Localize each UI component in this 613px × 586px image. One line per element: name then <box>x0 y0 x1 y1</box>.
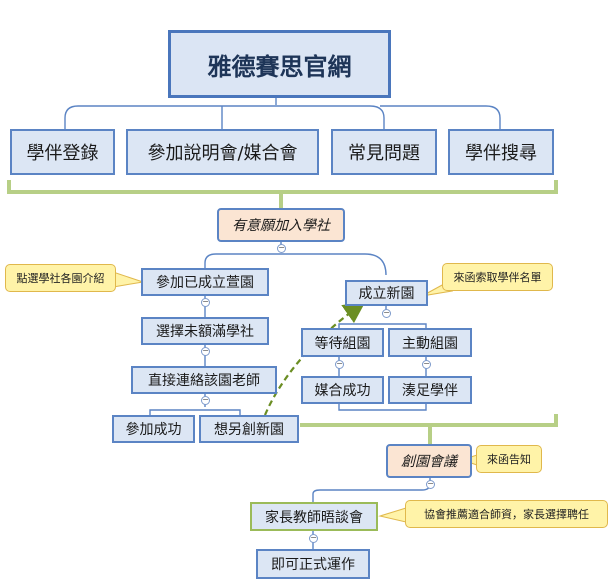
collapse-icon[interactable]: − <box>201 346 210 356</box>
collapse-icon[interactable]: − <box>422 359 431 369</box>
join-label: 有意願加入學社 <box>232 218 330 234</box>
contact-teacher-node: 直接連絡該園老師 <box>131 366 277 394</box>
root-connectors <box>64 97 501 129</box>
step-label: 想另創新園 <box>214 422 284 438</box>
step-label: 媒合成功 <box>314 383 371 399</box>
collapse-icon[interactable]: − <box>201 395 210 405</box>
step-label: 家長教師晤談會 <box>265 509 363 526</box>
category-faq[interactable]: 常見問題 <box>331 129 437 175</box>
create-new-alt-node: 想另創新園 <box>199 415 299 443</box>
step-label: 選擇未額滿學社 <box>156 324 254 340</box>
collapse-icon[interactable]: − <box>277 243 286 253</box>
root-title: 雅德賽思官網 <box>207 52 352 81</box>
callout-notice: 來函告知 <box>476 445 542 473</box>
step-label: 成立新園 <box>358 286 415 302</box>
step-label: 湊足學伴 <box>402 383 458 399</box>
meeting-label: 創園會議 <box>401 454 457 470</box>
active-group-node: 主動組園 <box>388 328 472 357</box>
collapse-icon[interactable]: − <box>201 297 210 307</box>
founding-meeting-node: 創園會議 <box>386 444 472 478</box>
category-label: 學伴搜尋 <box>465 143 537 164</box>
parent-teacher-talk-node: 家長教師晤談會 <box>250 502 378 531</box>
collapse-icon[interactable]: − <box>335 359 344 369</box>
gather-partners-node: 湊足學伴 <box>388 376 472 404</box>
callout-request-list: 來函索取學伴名單 <box>442 263 553 291</box>
callout-garden-intro: 點選學社各園介紹 <box>5 264 116 292</box>
wait-group-node: 等待組園 <box>301 328 384 357</box>
step-label: 主動組園 <box>402 335 458 352</box>
collapse-icon[interactable]: − <box>382 308 391 318</box>
formal-operation-node: 即可正式運作 <box>256 549 370 579</box>
category-label: 常見問題 <box>348 143 420 164</box>
callout-recommend-teacher: 協會推薦適合師資，家長選擇聘任 <box>405 500 608 528</box>
meeting-bracket <box>300 414 558 444</box>
step-label: 參加成功 <box>125 422 182 438</box>
collapse-icon[interactable]: − <box>426 479 435 489</box>
new-garden-node: 成立新園 <box>345 280 428 306</box>
step-label: 即可正式運作 <box>271 557 355 573</box>
callout-text: 點選學社各園介紹 <box>16 272 105 285</box>
join-intent-node: 有意願加入學社 <box>217 208 345 242</box>
category-partner-register[interactable]: 學伴登錄 <box>10 129 115 175</box>
root-title-node: 雅德賽思官網 <box>168 30 391 98</box>
category-bracket <box>7 180 558 208</box>
join-success-node: 參加成功 <box>112 415 195 443</box>
category-label: 參加說明會/媒合會 <box>147 143 298 164</box>
callout-text: 來函告知 <box>487 453 531 466</box>
choose-garden-node: 選擇未額滿學社 <box>141 317 269 345</box>
collapse-icon[interactable]: − <box>309 533 318 543</box>
step-label: 直接連絡該園老師 <box>148 373 260 389</box>
category-label: 學伴登錄 <box>26 143 99 164</box>
match-success-node: 媒合成功 <box>301 376 384 404</box>
join-existing-node: 參加已成立萱園 <box>141 268 269 296</box>
step-label: 參加已成立萱園 <box>156 275 254 291</box>
category-partner-search[interactable]: 學伴搜尋 <box>448 129 554 175</box>
callout-text: 協會推薦適合師資，家長選擇聘任 <box>424 508 589 521</box>
callout-text: 來函索取學伴名單 <box>453 271 542 284</box>
category-info-session[interactable]: 參加說明會/媒合會 <box>126 129 319 175</box>
step-label: 等待組園 <box>314 335 371 352</box>
